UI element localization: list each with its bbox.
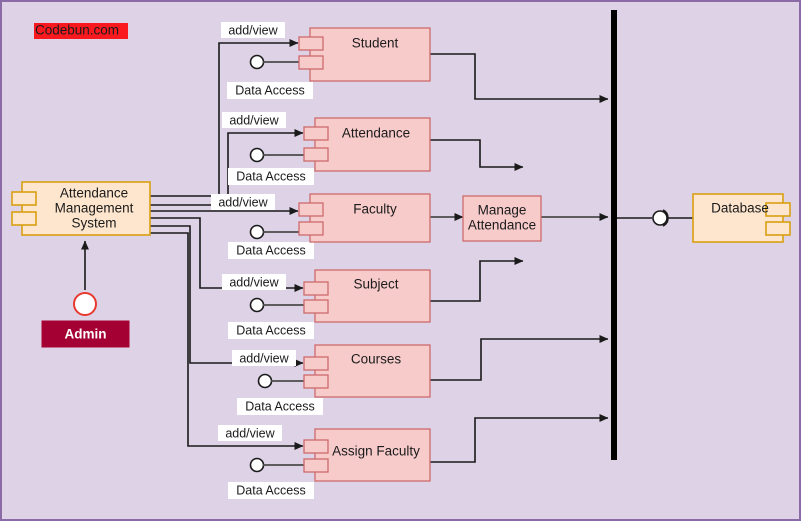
subject-request-label: add/view [229, 275, 279, 289]
subject-request-label-bg [222, 274, 286, 290]
watermark: Codebun.com [34, 23, 128, 39]
modules-to-bar-connectors [430, 53, 609, 463]
attendance-port-lower[interactable] [303, 147, 329, 162]
component-courses[interactable]: add/view Data Access Courses [232, 344, 431, 415]
admin-actor-label: Admin [65, 327, 107, 342]
courses-port-lower[interactable] [303, 374, 329, 389]
attendance-request-label: add/view [229, 113, 279, 127]
faculty-port-upper[interactable] [298, 202, 324, 217]
student-request-label-bg [221, 22, 285, 38]
system-port-lower[interactable] [11, 211, 37, 226]
faculty-component-body[interactable] [309, 193, 431, 243]
subject-interface-label: Data Access [236, 323, 305, 337]
assign-faculty-provided-interface-icon[interactable] [249, 457, 265, 473]
subject-component-body[interactable] [314, 269, 431, 323]
component-assign-faculty[interactable]: add/view Data Access Assign Faculty [218, 425, 431, 499]
manage-attendance-title-line-2: Attendance [468, 218, 536, 233]
actor-port-circle-icon [73, 292, 97, 316]
faculty-interface-label: Data Access [236, 243, 305, 257]
connector-system-assign-faculty [150, 232, 304, 450]
courses-title: Courses [351, 352, 402, 367]
student-port-lower[interactable] [298, 55, 324, 70]
courses-interface-label: Data Access [245, 399, 314, 413]
manage-attendance-title-line-1: Manage [478, 203, 527, 218]
attendance-title: Attendance [342, 126, 410, 141]
student-component-body[interactable] [309, 27, 431, 82]
assign-faculty-port-lower[interactable] [303, 458, 329, 473]
required-interface-socket-icon [662, 209, 669, 227]
component-attendance-management-system[interactable]: Attendance Management System [11, 181, 151, 236]
subject-title: Subject [353, 277, 398, 292]
faculty-interface-label-bg [228, 242, 314, 259]
student-title: Student [352, 36, 399, 51]
system-boundary-bar [611, 10, 617, 460]
component-database[interactable]: Database [692, 193, 791, 243]
connector-subject-out [430, 257, 524, 302]
system-port-upper[interactable] [11, 191, 37, 206]
watermark-label: Codebun.com [35, 23, 119, 38]
component-manage-attendance[interactable]: Manage Attendance [462, 195, 542, 242]
courses-port-upper[interactable] [303, 356, 329, 371]
faculty-port-lower[interactable] [298, 221, 324, 236]
faculty-request-label-bg [211, 194, 275, 210]
attendance-interface-label: Data Access [236, 169, 305, 183]
attendance-port-upper[interactable] [303, 126, 329, 141]
faculty-title: Faculty [353, 202, 397, 217]
manage-attendance-body[interactable] [462, 195, 542, 242]
assign-faculty-port-upper[interactable] [303, 439, 329, 454]
subject-provided-interface-icon[interactable] [249, 297, 265, 313]
attendance-interface-label-bg [228, 168, 314, 185]
student-interface-label: Data Access [235, 83, 304, 97]
courses-provided-interface-icon[interactable] [257, 373, 273, 389]
assign-faculty-interface-label: Data Access [236, 483, 305, 497]
subject-port-lower[interactable] [303, 299, 329, 314]
assign-faculty-title: Assign Faculty [332, 444, 420, 459]
attendance-request-label-bg [222, 112, 286, 128]
watermark-highlight [34, 23, 128, 39]
student-port-upper[interactable] [298, 36, 324, 51]
assign-faculty-interface-label-bg [228, 482, 314, 499]
connector-attendance-out [430, 139, 524, 171]
student-provided-interface-icon[interactable] [249, 54, 265, 70]
faculty-provided-interface-icon[interactable] [249, 224, 265, 240]
student-request-label: add/view [228, 23, 278, 37]
database-title: Database [711, 201, 769, 216]
database-port-upper[interactable] [765, 202, 791, 217]
system-title-line-2: Management [55, 201, 134, 216]
assign-faculty-component-body[interactable] [314, 428, 431, 482]
admin-actor-box[interactable] [41, 320, 130, 348]
database-port-lower[interactable] [765, 221, 791, 236]
courses-request-label-bg [232, 350, 296, 366]
assembly-connector-database [617, 209, 693, 227]
system-title-line-1: Attendance [60, 186, 128, 201]
component-student[interactable]: add/view Data Access Student [221, 22, 431, 99]
subject-interface-label-bg [228, 322, 314, 339]
faculty-request-label: add/view [218, 195, 268, 209]
component-attendance[interactable]: add/view Data Access Attendance [222, 112, 431, 185]
component-faculty[interactable]: add/view Data Access Faculty [211, 193, 431, 259]
courses-component-body[interactable] [314, 344, 431, 398]
attendance-component-body[interactable] [314, 117, 431, 172]
connector-student-bar [430, 53, 609, 103]
system-component-body[interactable] [21, 181, 151, 236]
system-title-line-3: System [71, 216, 116, 231]
connector-system-student [150, 39, 299, 197]
student-interface-label-bg [227, 82, 313, 99]
subject-port-upper[interactable] [303, 281, 329, 296]
actor-admin[interactable]: Admin [41, 240, 130, 348]
courses-interface-label-bg [237, 398, 323, 415]
attendance-provided-interface-icon[interactable] [249, 147, 265, 163]
connector-assign-faculty-bar [430, 414, 609, 463]
assign-faculty-request-label-bg [218, 425, 282, 441]
connector-courses-bar [430, 335, 609, 381]
component-subject[interactable]: add/view Data Access Subject [222, 269, 431, 339]
assign-faculty-request-label: add/view [225, 426, 275, 440]
provided-interface-ball-icon [652, 210, 668, 226]
courses-request-label: add/view [239, 351, 289, 365]
